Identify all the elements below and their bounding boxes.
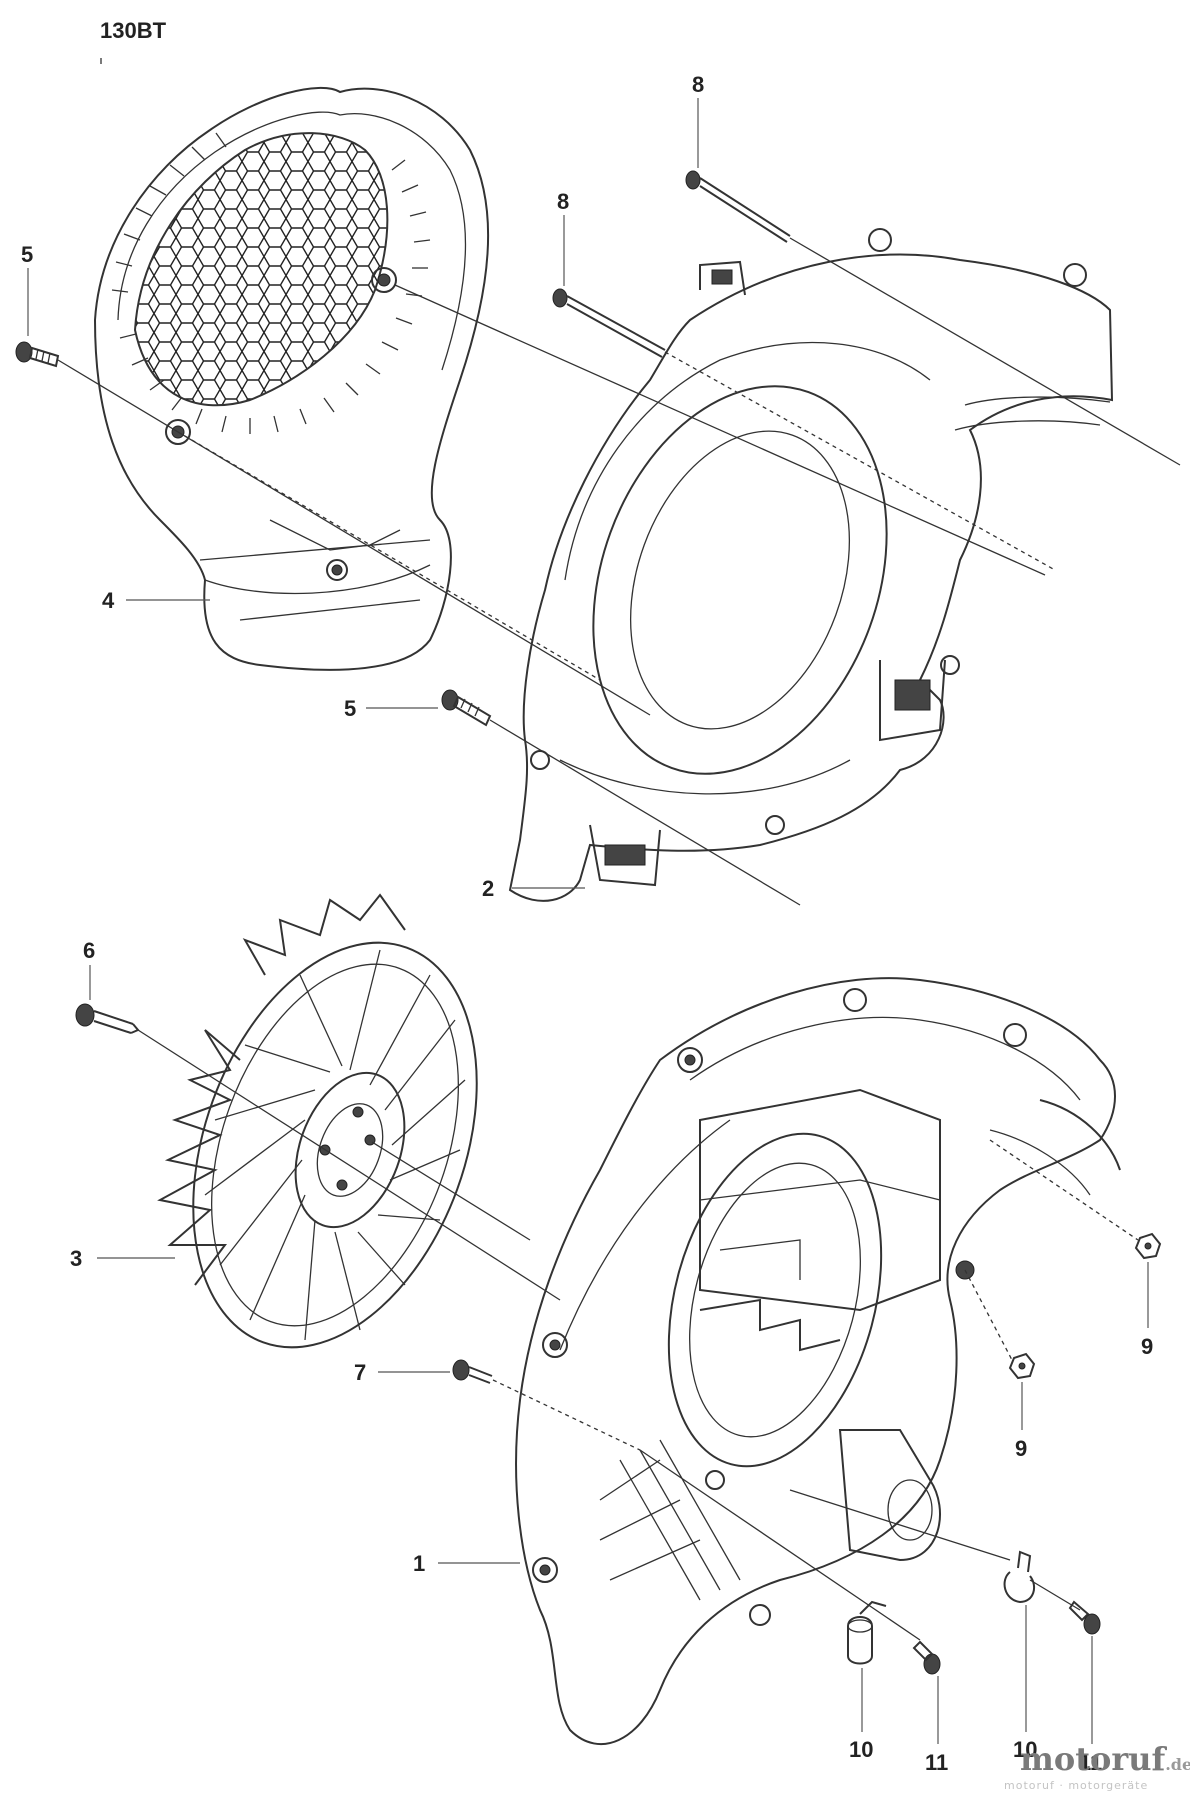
nut-9-middle [1008,1352,1036,1380]
callout-9-middle: 9 [1015,1436,1027,1461]
callout-11-left: 11 [925,1750,948,1775]
callout-4: 4 [102,588,115,613]
callout-1: 1 [413,1551,425,1576]
screw-5-lower [441,689,492,727]
callout-10-left: 10 [849,1737,873,1762]
callout-9-right: 9 [1141,1334,1153,1359]
callout-6: 6 [83,938,95,963]
watermark-tagline: motoruf · motorgeräte [1004,1779,1149,1792]
screw-5-upper [15,341,60,368]
part-1-main-housing [515,977,1121,1746]
callout-10-right: 10 [1013,1737,1037,1762]
callout-8-lower: 8 [557,189,569,214]
part-3-fan-wheel [157,893,478,1349]
callout-leaders [27,98,1149,1744]
callout-2: 2 [482,876,494,901]
watermark-tld: .de [1165,1755,1190,1774]
callout-11-right: 11 [1079,1750,1102,1775]
screw-11-right [1068,1600,1101,1635]
part-2-blower-housing [508,228,1114,902]
assembly-axis-lines [57,237,1181,1641]
screw-11-left [912,1640,941,1675]
callout-3: 3 [70,1246,82,1271]
model-title: 130BT [100,18,167,43]
callout-8-upper: 8 [692,72,704,97]
bolt-7 [452,1359,493,1384]
clamp-10-right [1003,1550,1036,1604]
watermark-logo: motoruf.de [1020,1740,1190,1778]
nut-9-right [1134,1232,1162,1260]
watermark-brand: motoruf [1020,1740,1166,1778]
bolt-6 [75,1003,140,1034]
callout-5-upper: 5 [21,242,33,267]
callout-7: 7 [354,1360,366,1385]
clamp-10-left [847,1600,887,1665]
bolt-8-upper [685,170,791,243]
callout-5-lower: 5 [344,696,356,721]
bolt-8-lower [552,288,666,358]
